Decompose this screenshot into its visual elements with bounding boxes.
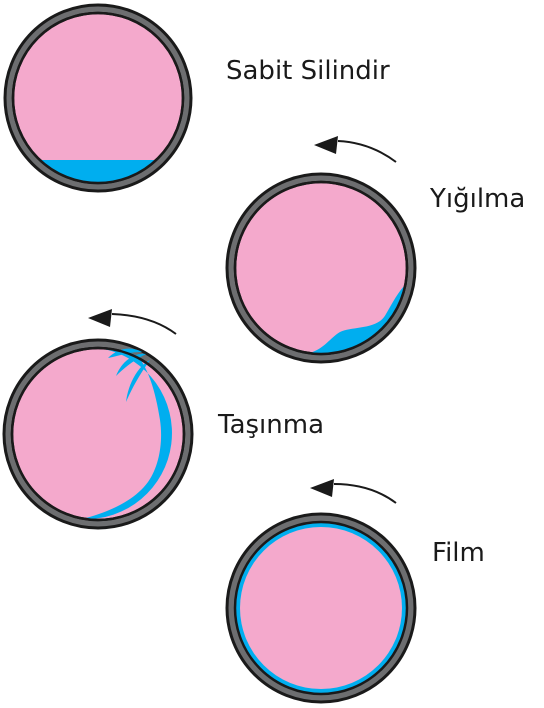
cylinder-interior	[240, 527, 402, 689]
rotation-arrow-icon	[314, 136, 396, 162]
stage-film: Film	[227, 479, 485, 702]
stage-label: Yığılma	[429, 184, 525, 214]
stage-label: Taşınma	[217, 410, 324, 440]
stage-label: Sabit Silindir	[226, 56, 390, 86]
stage-static-cylinder: Sabit Silindir	[5, 5, 390, 191]
rotation-arrow-icon	[88, 309, 176, 334]
stage-slumping: Yığılma	[227, 136, 525, 362]
stage-label: Film	[432, 538, 485, 568]
rotation-arrow-icon	[310, 479, 396, 503]
